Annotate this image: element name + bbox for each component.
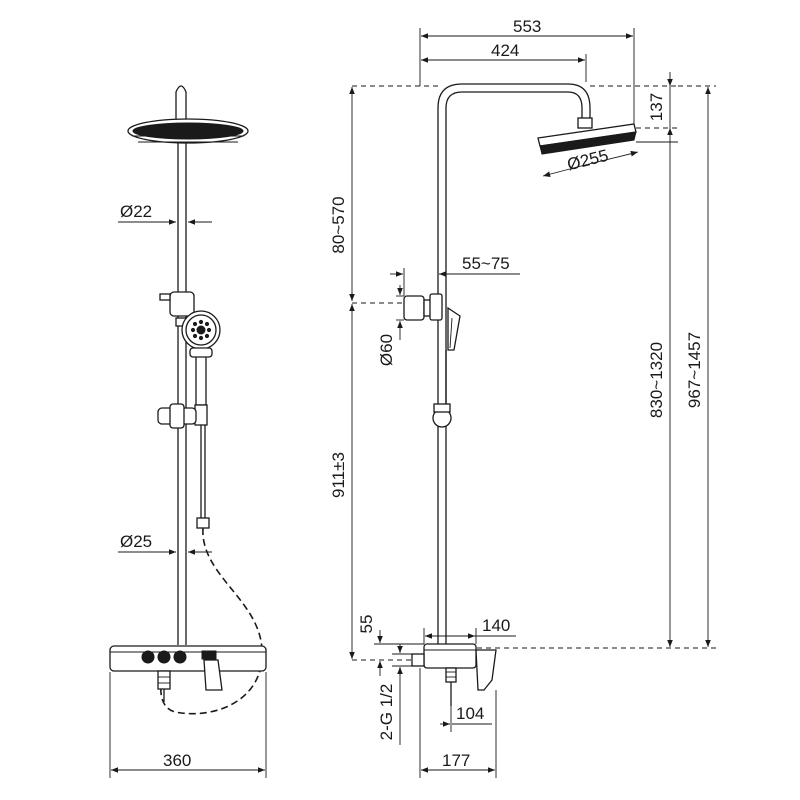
dim-head-drop: 137 [647, 93, 666, 121]
side-shower-head [537, 117, 637, 155]
dim-panel-height: 55 [357, 615, 376, 634]
front-view: Ø22 [109, 85, 267, 778]
front-shower-head [127, 118, 249, 144]
dim-outlet-offset: 104 [456, 704, 484, 723]
side-arch-outer [437, 83, 591, 118]
front-control-panel [109, 645, 267, 702]
side-hand-shower [432, 306, 461, 428]
dim-rail-height: 830~1320 [647, 342, 666, 418]
dim-thread: 2-G 1/2 [377, 684, 396, 741]
flexible-hose [160, 527, 263, 715]
dim-outreach-arm: 424 [491, 41, 519, 60]
control-knob-icon [157, 650, 171, 664]
lower-slider-bracket [157, 403, 197, 429]
side-view: Ø255 553 424 137 830~1320 967~1457 [329, 17, 716, 778]
hand-shower-head [181, 310, 221, 426]
side-arch-inner [445, 91, 583, 118]
dim-outreach-total: 553 [513, 17, 541, 36]
dim-bracket-offset: 55~75 [462, 254, 510, 273]
pipe-top-cap [175, 85, 187, 130]
dim-total-height: 967~1457 [685, 332, 704, 408]
dim-pipe-lower-diameter: Ø25 [120, 532, 152, 551]
dim-slide-range: 80~570 [329, 196, 348, 253]
upper-slider-bracket [159, 291, 195, 327]
dim-bracket-diameter: Ø60 [377, 334, 396, 366]
side-wall-bracket [403, 293, 443, 321]
dim-pipe-upper-diameter: Ø22 [120, 202, 152, 221]
dim-panel-depth: 140 [482, 616, 510, 635]
dim-inlet-height: 911±3 [329, 452, 348, 498]
control-knob-icon [173, 650, 187, 664]
dim-head-diameter: Ø255 [565, 146, 610, 174]
side-control-panel [411, 643, 497, 706]
dim-base-depth: 177 [442, 751, 470, 770]
control-knob-icon [141, 650, 155, 664]
hose-nut [196, 517, 210, 529]
dim-panel-width: 360 [163, 751, 191, 770]
